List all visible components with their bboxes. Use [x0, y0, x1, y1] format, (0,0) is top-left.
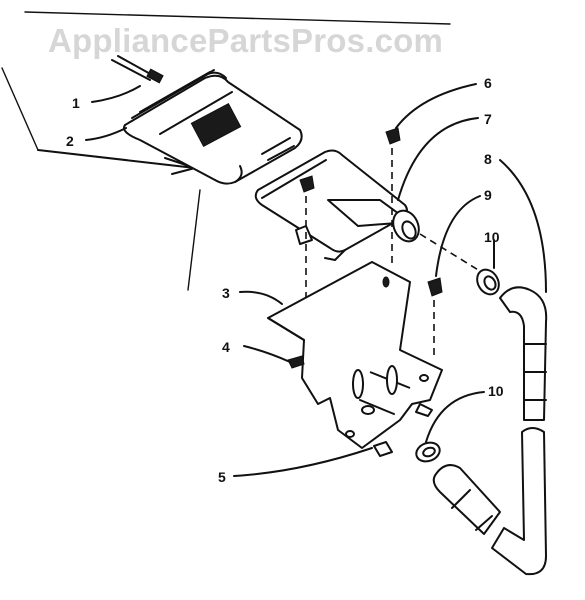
- part-1-wire: [111, 55, 164, 84]
- callout-5: 5: [218, 469, 226, 485]
- part-7-elbow-duct: [254, 149, 420, 261]
- callout-3: 3: [222, 285, 230, 301]
- leader-lines: [85, 83, 547, 477]
- part-3-bracket: [267, 261, 443, 449]
- callout-6: 6: [484, 75, 492, 91]
- part-2-housing: [123, 69, 303, 185]
- callout-4: 4: [222, 339, 230, 355]
- part-10-clamps: [415, 268, 500, 463]
- callout-10-lower: 10: [488, 383, 504, 399]
- callout-labels: 1 2 3 4 5 6 7 8 9 10 10: [66, 75, 504, 485]
- part-8-hose: [432, 286, 548, 576]
- callout-1: 1: [72, 95, 80, 111]
- alignment-lines: [305, 148, 489, 380]
- callout-9: 9: [484, 187, 492, 203]
- callout-2: 2: [66, 133, 74, 149]
- callout-7: 7: [484, 111, 492, 127]
- callout-8: 8: [484, 151, 492, 167]
- callout-10-upper: 10: [484, 229, 500, 245]
- clips: [287, 355, 393, 457]
- watermark: AppliancePartsPros.com: [48, 22, 444, 59]
